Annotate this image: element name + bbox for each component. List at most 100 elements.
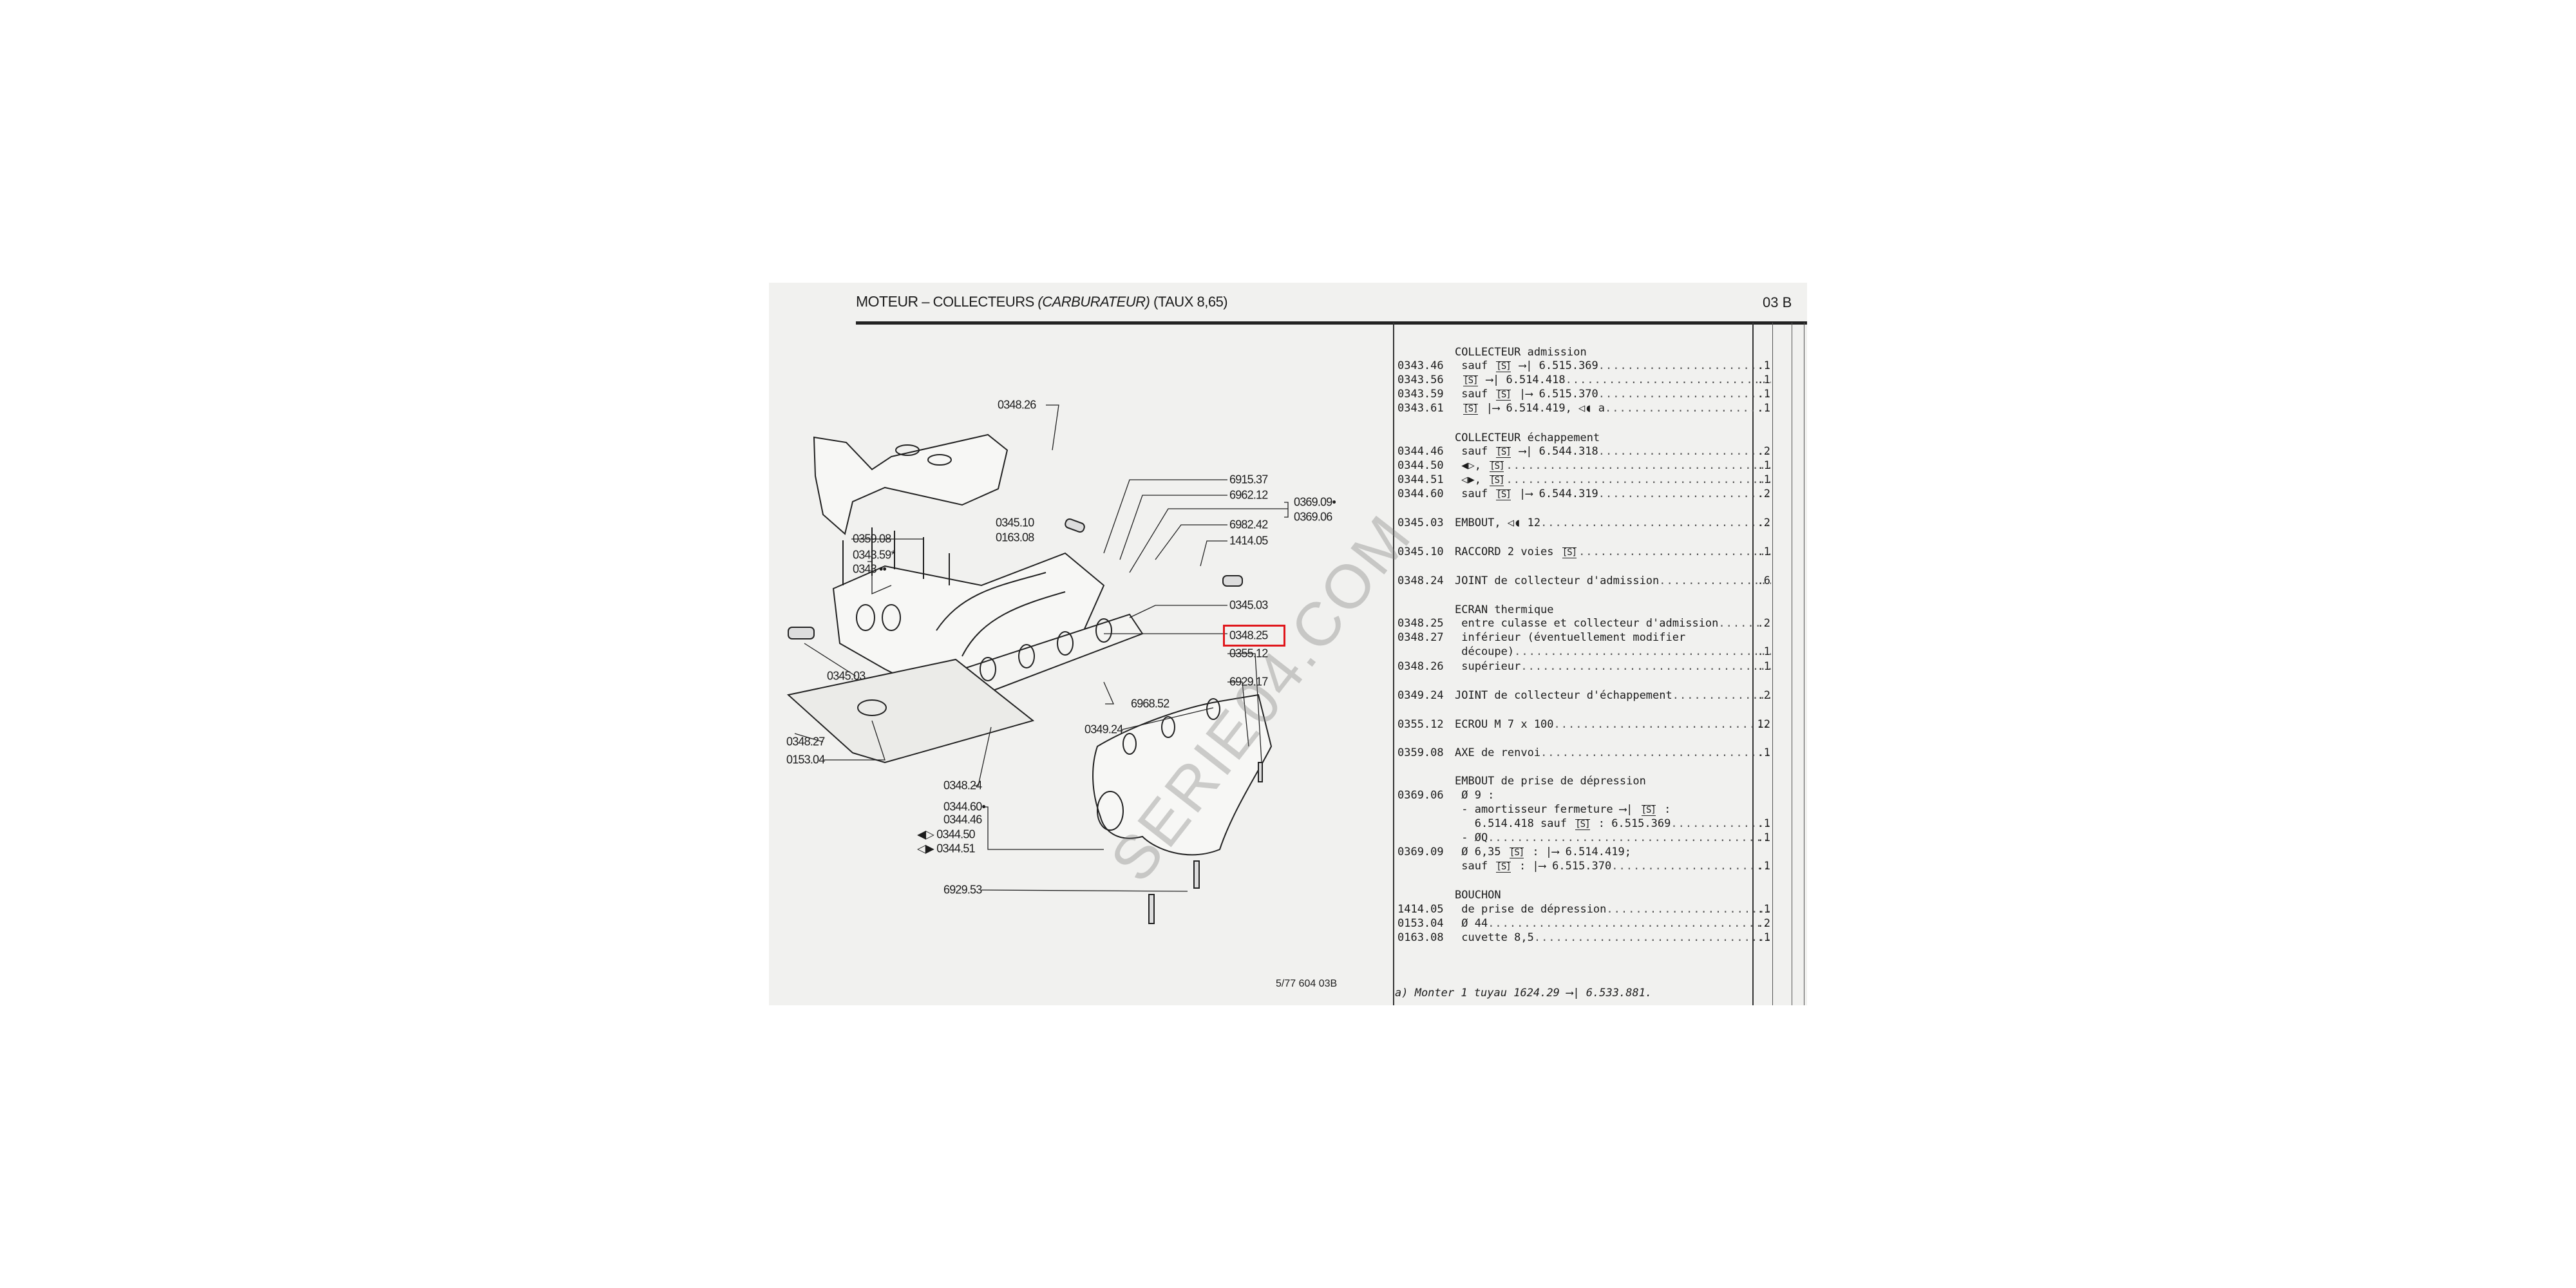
part-description: RACCORD 2 voies [S] xyxy=(1455,545,1578,558)
callout-label: 6915.37 xyxy=(1229,473,1268,486)
parts-row: 1414.05 de prise de dépression xyxy=(1397,902,1771,916)
callout-label: 0163.08 xyxy=(996,531,1034,544)
parts-row: 0345.10 RACCORD 2 voies [S] xyxy=(1397,545,1771,559)
header-rule xyxy=(856,321,1807,325)
part-number: 1414.05 xyxy=(1397,903,1444,916)
description-text: ⟶| 6.515.369 xyxy=(1512,359,1598,372)
part-description: AXE de renvoi xyxy=(1455,746,1540,759)
quantity: .1 xyxy=(1757,359,1770,372)
dot-leader xyxy=(1488,831,1771,844)
part-description: Ø 9 : xyxy=(1455,789,1494,802)
part-number: 0359.08 xyxy=(1397,746,1444,759)
callout-label: 6982.42 xyxy=(1229,518,1268,531)
parts-row: COLLECTEUR admission xyxy=(1397,345,1771,359)
callout-label: ◀▷ 0344.50 xyxy=(917,828,976,841)
parts-row: 0344.60 sauf [S] |⟶ 6.544.319 xyxy=(1397,487,1771,501)
s-box-icon: [S] xyxy=(1490,475,1504,486)
callout-label: 0369.06 xyxy=(1294,510,1332,524)
quantity: .2 xyxy=(1757,689,1770,702)
part-number: 0344.46 xyxy=(1397,445,1444,458)
dot-leader xyxy=(1578,545,1771,558)
callout-label: 6929.17 xyxy=(1229,675,1268,688)
description-text: sauf xyxy=(1455,445,1495,458)
part-description: [S] ⟶| 6.514.418 xyxy=(1455,374,1566,386)
part-description: sauf [S] |⟶ 6.544.319 xyxy=(1455,488,1598,500)
part-description: [S] |⟶ 6.514.419, ◁◖ a xyxy=(1455,402,1605,415)
callout-label: ◁▶ 0344.51 xyxy=(917,842,976,855)
parts-row: 6.514.418 sauf [S] : 6.515.369 xyxy=(1397,817,1771,831)
part-description: sauf [S] ⟶| 6.515.369 xyxy=(1455,359,1598,372)
description-text: : |⟶ 6.515.370 xyxy=(1512,860,1612,873)
part-number: 0369.09 xyxy=(1397,846,1444,858)
part-description: BOUCHON xyxy=(1455,889,1501,902)
description-text xyxy=(1455,374,1461,386)
title-main: MOTEUR xyxy=(856,293,918,310)
parts-row: 0163.08 cuvette 8,5 xyxy=(1397,931,1771,945)
callout-label: 0348.26 xyxy=(998,398,1036,412)
part-description: ◀▷, [S] xyxy=(1455,459,1506,472)
part-number: 0344.60 xyxy=(1397,488,1444,500)
part-number: 0343.61 xyxy=(1397,402,1444,415)
quantity: .1 xyxy=(1757,660,1770,673)
callout-label: 0348.24 xyxy=(943,779,982,792)
description-text: sauf xyxy=(1455,388,1495,401)
parts-row: ECRAN thermique xyxy=(1397,603,1771,617)
page-number: 03 B xyxy=(1763,294,1792,310)
description-text: - amortisseur fermeture ⟶| xyxy=(1455,803,1640,816)
description-text: ⟶| 6.544.318 xyxy=(1512,445,1598,458)
description-text: sauf xyxy=(1455,860,1495,873)
parts-row: 0343.56 [S] ⟶| 6.514.418 xyxy=(1397,373,1771,387)
parts-row: 0343.59 sauf [S] |⟶ 6.515.370 xyxy=(1397,387,1771,401)
dot-leader xyxy=(1606,903,1771,916)
page-title: MOTEUR – COLLECTEURS (CARBURATEUR) (TAUX… xyxy=(856,293,1228,310)
quantity: .2 xyxy=(1757,917,1770,930)
reference-code: 5/77 604 03B xyxy=(1276,978,1338,989)
dot-leader xyxy=(1598,488,1771,500)
description-text: |⟶ 6.514.419, ◁◖ a xyxy=(1479,402,1605,415)
callout-label: 0359.08 xyxy=(853,532,891,545)
quantity: .2 xyxy=(1757,516,1770,529)
description-text: RACCORD 2 voies xyxy=(1455,545,1560,558)
description-text: : 6.515.369 xyxy=(1591,817,1671,830)
part-number: 0153.04 xyxy=(1397,917,1444,930)
quantity: .1 xyxy=(1757,545,1770,558)
dot-leader xyxy=(1611,860,1771,873)
parts-row: COLLECTEUR échappement xyxy=(1397,431,1771,445)
description-text: |⟶ 6.515.370 xyxy=(1512,388,1598,401)
parts-row: 0369.06 Ø 9 : xyxy=(1397,788,1771,802)
s-box-icon: [S] xyxy=(1496,862,1511,873)
part-description: EMBOUT, ◁◖ 12 xyxy=(1455,516,1540,529)
part-number: 0345.10 xyxy=(1397,545,1444,558)
callout-label: 0344.60• xyxy=(943,800,986,813)
part-number: 0348.25 xyxy=(1397,617,1444,630)
part-number: 0369.06 xyxy=(1397,789,1444,802)
part-description: COLLECTEUR échappement xyxy=(1455,431,1600,444)
quantity: .1 xyxy=(1757,903,1770,916)
description-text: de prise de dépression xyxy=(1455,903,1607,916)
s-box-icon: [S] xyxy=(1641,805,1656,816)
parts-row: 0344.50 ◀▷, [S] xyxy=(1397,459,1771,473)
part-description: de prise de dépression xyxy=(1455,903,1606,916)
callout-label: 0343 •• xyxy=(853,562,887,576)
dot-leader xyxy=(1506,473,1771,486)
quantity: .1 xyxy=(1757,831,1770,844)
dot-leader xyxy=(1514,645,1771,658)
title-italic: (CARBURATEUR) xyxy=(1037,294,1150,310)
description-text: COLLECTEUR admission xyxy=(1455,346,1587,359)
part-number: 0355.12 xyxy=(1397,718,1444,731)
studs xyxy=(788,518,1263,924)
callout-label: 0348.25 xyxy=(1229,629,1268,642)
dot-leader xyxy=(1605,402,1771,415)
description-text: ECROU M 7 x 100 xyxy=(1455,718,1554,731)
callout-label: 6929.53 xyxy=(943,883,982,896)
heat-shield-upper xyxy=(813,433,1009,535)
part-number: 0163.08 xyxy=(1397,931,1444,944)
dot-leader xyxy=(1554,718,1771,731)
quantity: .2 xyxy=(1757,617,1770,630)
part-description: JOINT de collecteur d'échappement xyxy=(1455,689,1672,702)
quantity: .1 xyxy=(1757,931,1770,944)
description-text: : |⟶ 6.514.419; xyxy=(1526,846,1631,858)
callout-label: 0349.24 xyxy=(1084,723,1123,736)
description-text: |⟶ 6.544.319 xyxy=(1512,488,1598,500)
parts-row: 0348.25 entre culasse et collecteur d'ad… xyxy=(1397,616,1771,630)
